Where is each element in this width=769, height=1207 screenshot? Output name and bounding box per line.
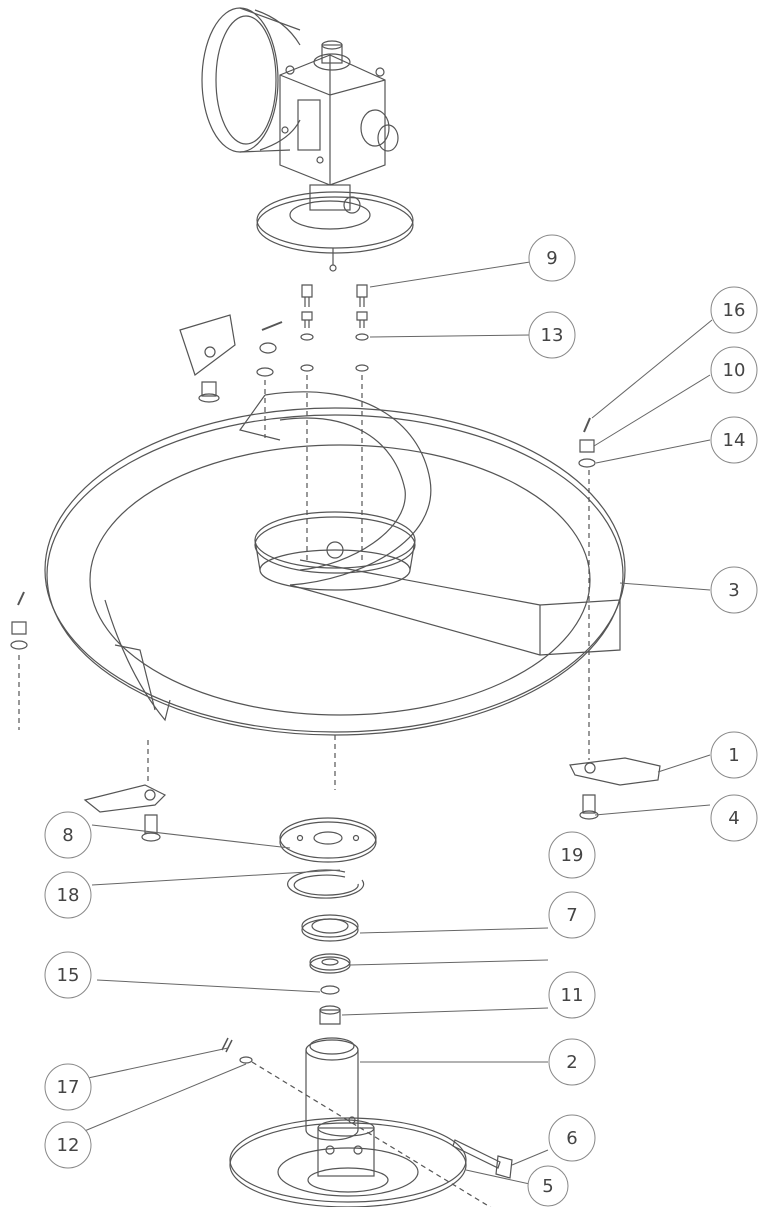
callout-labels: 9 13 16 10 14 3 1 4 8 18 19 7 15 11 17 2… <box>57 248 746 1197</box>
shaft-pin <box>452 1139 513 1179</box>
hub-flange <box>279 735 377 863</box>
callout-label-12: 12 <box>57 1135 80 1156</box>
callout-label-19: 19 <box>561 845 584 866</box>
callout-label-4: 4 <box>728 808 739 829</box>
gearbox-assembly <box>201 7 414 272</box>
callout-circle-4 <box>710 794 758 842</box>
circlip <box>287 869 365 899</box>
callout-circle-8 <box>44 811 92 859</box>
callout-label-14: 14 <box>723 430 746 451</box>
callout-label-17: 17 <box>57 1077 80 1098</box>
callout-circle-13 <box>528 311 576 359</box>
callout-label-5: 5 <box>542 1176 553 1197</box>
upper-left-blade-set <box>179 314 283 438</box>
base-dish <box>229 1117 467 1207</box>
bolts-and-washers <box>300 284 369 560</box>
callout-label-3: 3 <box>728 580 739 601</box>
callout-label-10: 10 <box>723 360 746 381</box>
callout-circle-6 <box>548 1114 596 1162</box>
callout-circle-3 <box>710 566 758 614</box>
callout-label-15: 15 <box>57 965 80 986</box>
callout-circle-18 <box>44 871 92 919</box>
callout-label-18: 18 <box>57 885 80 906</box>
callout-circle-19 <box>548 831 596 879</box>
blade-bolts <box>141 794 599 842</box>
leader-lines <box>57 261 713 1189</box>
callout-label-1: 1 <box>728 745 739 766</box>
spacer <box>309 953 351 974</box>
callout-circle-12 <box>44 1121 92 1169</box>
callout-label-9: 9 <box>546 248 557 269</box>
left-hardware <box>10 591 28 730</box>
pin-and-washer <box>221 1037 492 1207</box>
right-hardware <box>578 417 596 760</box>
callout-label-11: 11 <box>561 985 584 1006</box>
callout-circle-17 <box>44 1063 92 1111</box>
callout-circle-16 <box>710 286 758 334</box>
callout-circle-11 <box>548 971 596 1019</box>
blades <box>83 740 661 813</box>
callout-label-6: 6 <box>566 1128 577 1149</box>
callout-label-8: 8 <box>62 825 73 846</box>
callout-label-2: 2 <box>566 1052 577 1073</box>
callout-circle-5 <box>527 1165 569 1207</box>
callout-circle-2 <box>548 1038 596 1086</box>
washer-and-nut <box>319 985 341 1025</box>
callout-label-16: 16 <box>723 300 746 321</box>
callout-circle-1 <box>710 731 758 779</box>
callout-label-13: 13 <box>541 325 564 346</box>
callout-circle-15 <box>44 951 92 999</box>
callout-circle-9 <box>528 234 576 282</box>
callout-circles <box>44 234 758 1207</box>
callout-circle-10 <box>710 346 758 394</box>
callout-label-7: 7 <box>566 905 577 926</box>
callout-circle-14 <box>710 416 758 464</box>
main-disc <box>44 391 626 736</box>
bearing <box>301 914 359 942</box>
callout-circle-7 <box>548 891 596 939</box>
